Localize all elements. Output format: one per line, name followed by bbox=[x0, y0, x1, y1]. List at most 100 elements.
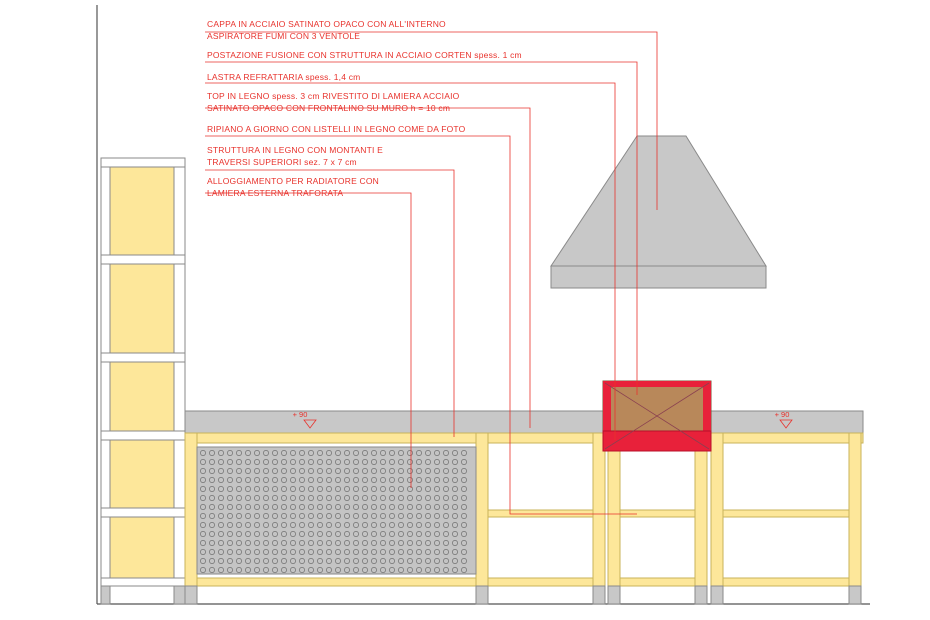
perforation-hole bbox=[344, 558, 350, 564]
perforation-hole bbox=[254, 468, 260, 474]
perforation-hole bbox=[263, 531, 269, 537]
perforation-hole bbox=[380, 450, 386, 456]
perforation-hole bbox=[434, 477, 440, 483]
perforation-hole bbox=[335, 495, 341, 501]
perforation-hole bbox=[425, 477, 431, 483]
perforation-hole bbox=[263, 522, 269, 528]
perforation-hole bbox=[209, 522, 215, 528]
perforation-hole bbox=[290, 468, 296, 474]
perforation-hole bbox=[281, 468, 287, 474]
perforation-hole bbox=[407, 549, 413, 555]
perforation-hole bbox=[254, 459, 260, 465]
perforation-hole bbox=[299, 486, 305, 492]
perforation-hole bbox=[236, 522, 242, 528]
perforation-hole bbox=[326, 567, 332, 573]
perforation-hole bbox=[200, 486, 206, 492]
perforation-hole bbox=[425, 495, 431, 501]
perforation-hole bbox=[200, 522, 206, 528]
annotation-line: CAPPA IN ACCIAIO SATINATO OPACO CON ALL'… bbox=[207, 19, 446, 29]
perforation-hole bbox=[209, 468, 215, 474]
perforation-hole bbox=[326, 540, 332, 546]
annotation-line: ALLOGGIAMENTO PER RADIATORE CON bbox=[207, 176, 379, 186]
perforation-hole bbox=[362, 486, 368, 492]
perforation-hole bbox=[272, 567, 278, 573]
perforation-hole bbox=[443, 450, 449, 456]
perforation-hole bbox=[452, 486, 458, 492]
perforation-hole bbox=[416, 504, 422, 510]
perforation-hole bbox=[443, 513, 449, 519]
perforation-hole bbox=[416, 531, 422, 537]
annotation-line: TRAVERSI SUPERIORI sez. 7 x 7 cm bbox=[207, 157, 357, 167]
perforation-hole bbox=[308, 468, 314, 474]
perforation-hole bbox=[308, 513, 314, 519]
perforation-hole bbox=[326, 495, 332, 501]
perforation-hole bbox=[416, 450, 422, 456]
annotation-line: ASPIRATORE FUMI CON 3 VENTOLE bbox=[207, 31, 360, 41]
perforation-hole bbox=[452, 522, 458, 528]
perforation-hole bbox=[326, 549, 332, 555]
perforation-hole bbox=[398, 486, 404, 492]
perforation-hole bbox=[452, 504, 458, 510]
perforation-hole bbox=[380, 477, 386, 483]
perforation-hole bbox=[443, 522, 449, 528]
perforation-hole bbox=[389, 468, 395, 474]
perforation-hole bbox=[308, 450, 314, 456]
perforation-hole bbox=[290, 540, 296, 546]
perforation-hole bbox=[326, 504, 332, 510]
perforation-hole bbox=[218, 495, 224, 501]
perforation-hole bbox=[362, 459, 368, 465]
perforation-hole bbox=[209, 486, 215, 492]
perforation-hole bbox=[245, 531, 251, 537]
perforation-hole bbox=[281, 477, 287, 483]
perforation-hole bbox=[290, 513, 296, 519]
perforation-hole bbox=[218, 540, 224, 546]
annotation-radiator-housing: ALLOGGIAMENTO PER RADIATORE CON LAMIERA … bbox=[207, 176, 379, 198]
perforation-hole bbox=[407, 540, 413, 546]
perforation-hole bbox=[281, 513, 287, 519]
perforation-hole bbox=[407, 450, 413, 456]
perforation-hole bbox=[218, 504, 224, 510]
perforation-hole bbox=[425, 504, 431, 510]
perforation-hole bbox=[344, 540, 350, 546]
perforation-hole bbox=[245, 477, 251, 483]
perforation-hole bbox=[308, 477, 314, 483]
perforation-hole bbox=[308, 540, 314, 546]
perforation-hole bbox=[245, 450, 251, 456]
perforation-hole bbox=[245, 504, 251, 510]
perforation-hole bbox=[281, 486, 287, 492]
perforation-hole bbox=[461, 495, 467, 501]
perforation-hole bbox=[317, 459, 323, 465]
perforation-hole bbox=[317, 558, 323, 564]
perforation-hole bbox=[245, 486, 251, 492]
perforation-hole bbox=[290, 477, 296, 483]
perforation-hole bbox=[389, 459, 395, 465]
perforation-hole bbox=[218, 531, 224, 537]
perforation-hole bbox=[236, 540, 242, 546]
perforation-hole bbox=[290, 450, 296, 456]
perforation-hole bbox=[272, 522, 278, 528]
perforation-hole bbox=[443, 558, 449, 564]
perforation-hole bbox=[434, 540, 440, 546]
perforation-hole bbox=[344, 549, 350, 555]
perforation-hole bbox=[380, 549, 386, 555]
perforation-hole bbox=[254, 522, 260, 528]
perforation-hole bbox=[272, 450, 278, 456]
perforation-hole bbox=[398, 567, 404, 573]
perforation-hole bbox=[299, 477, 305, 483]
perforation-hole bbox=[398, 468, 404, 474]
perforation-hole bbox=[461, 450, 467, 456]
perforation-hole bbox=[317, 540, 323, 546]
perforation-hole bbox=[452, 549, 458, 555]
leader-lines bbox=[205, 31, 658, 515]
perforation-hole bbox=[281, 459, 287, 465]
perforation-hole bbox=[371, 540, 377, 546]
perforation-hole bbox=[290, 459, 296, 465]
perforation-hole bbox=[380, 459, 386, 465]
perforation-hole bbox=[281, 504, 287, 510]
perforation-hole bbox=[461, 522, 467, 528]
perforation-hole bbox=[272, 459, 278, 465]
perforation-hole bbox=[416, 558, 422, 564]
perforation-hole bbox=[335, 558, 341, 564]
perforation-hole bbox=[461, 558, 467, 564]
radiator-cover bbox=[196, 446, 477, 575]
